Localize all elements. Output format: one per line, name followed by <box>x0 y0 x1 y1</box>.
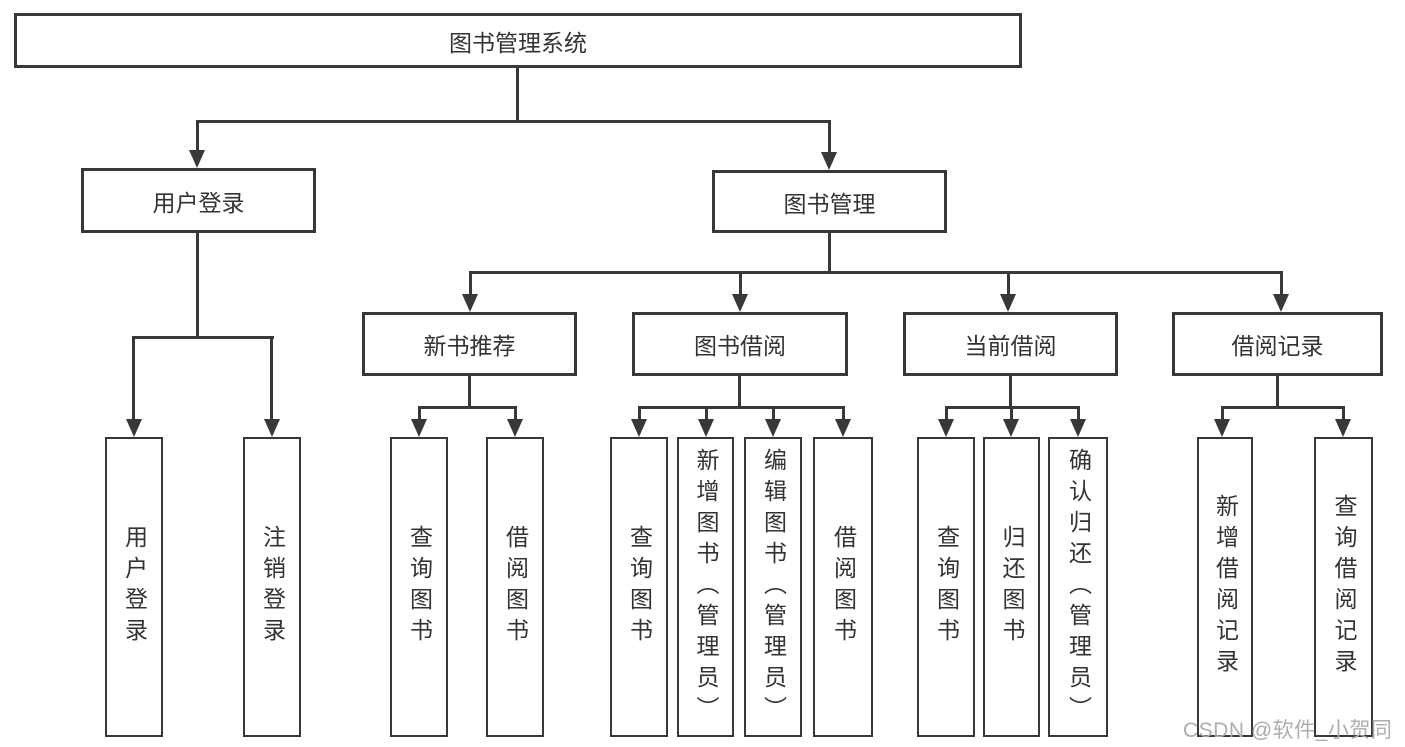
connector-vline <box>1276 376 1279 406</box>
arrowhead-down-icon <box>1273 294 1289 312</box>
connector-stem <box>842 406 845 420</box>
arrowhead-down-icon <box>938 419 954 437</box>
connector-hline <box>1221 406 1345 409</box>
connector-hline <box>638 406 845 409</box>
connector-stem <box>828 120 831 154</box>
leaf-confirm-return-admin: 确认归还（管理员） <box>1048 437 1108 737</box>
arrowhead-down-icon <box>264 419 280 437</box>
connector-hline <box>133 336 274 339</box>
connector-stem <box>469 271 472 295</box>
node-current-borrowing: 当前借阅 <box>903 312 1118 376</box>
arrowhead-down-icon <box>765 419 781 437</box>
node-book-management: 图书管理 <box>712 170 947 233</box>
connector-stem <box>705 406 708 420</box>
leaf-user-login: 用户登录 <box>105 437 163 737</box>
connector-stem <box>418 406 421 420</box>
arrowhead-down-icon <box>835 419 851 437</box>
connector-vline <box>828 233 831 273</box>
arrowhead-down-icon <box>732 294 748 312</box>
connector-stem <box>1221 406 1224 420</box>
arrowhead-down-icon <box>1214 419 1230 437</box>
connector-stem <box>945 406 948 420</box>
connector-vline <box>196 233 199 336</box>
arrowhead-down-icon <box>507 419 523 437</box>
arrowhead-down-icon <box>1000 294 1016 312</box>
arrowhead-down-icon <box>631 419 647 437</box>
arrowhead-down-icon <box>411 419 427 437</box>
connector-stem <box>514 406 517 420</box>
connector-stem <box>739 271 742 295</box>
connector-stem <box>270 336 273 420</box>
leaf-query-books: 查询图书 <box>390 437 448 737</box>
connector-hline <box>469 271 1283 274</box>
arrowhead-down-icon <box>462 294 478 312</box>
connector-stem <box>638 406 641 420</box>
arrowhead-down-icon <box>698 419 714 437</box>
connector-stem <box>1007 271 1010 295</box>
leaf-add-borrowing-record: 新增借阅记录 <box>1197 437 1253 737</box>
arrowhead-down-icon <box>126 419 142 437</box>
leaf-logout: 注销登录 <box>243 437 301 737</box>
connector-stem <box>196 120 199 152</box>
leaf-edit-books-admin: 编辑图书（管理员） <box>744 437 802 737</box>
leaf-borrow-books: 借阅图书 <box>813 437 873 737</box>
connector-vline <box>516 68 519 121</box>
connector-hline <box>418 406 517 409</box>
arrowhead-down-icon <box>189 150 205 168</box>
connector-stem <box>1342 406 1345 420</box>
node-new-book-recommendation: 新书推荐 <box>362 312 577 376</box>
connector-stem <box>772 406 775 420</box>
arrowhead-down-icon <box>1335 419 1351 437</box>
arrowhead-down-icon <box>1003 419 1019 437</box>
connector-vline <box>468 376 471 406</box>
leaf-return-books: 归还图书 <box>983 437 1040 737</box>
node-book-borrowing: 图书借阅 <box>632 312 848 376</box>
connector-stem <box>1077 406 1080 420</box>
connector-vline <box>738 376 741 406</box>
arrowhead-down-icon <box>1070 419 1086 437</box>
node-borrowing-records: 借阅记录 <box>1172 312 1383 376</box>
connector-hline <box>196 120 831 123</box>
leaf-query-borrowing-record: 查询借阅记录 <box>1314 437 1373 737</box>
connector-stem <box>1010 406 1013 420</box>
leaf-query-books: 查询图书 <box>610 437 668 737</box>
leaf-add-books-admin: 新增图书（管理员） <box>677 437 734 737</box>
connector-stem <box>1280 271 1283 295</box>
arrowhead-down-icon <box>821 152 837 170</box>
node-user-login: 用户登录 <box>81 168 316 233</box>
connector-stem <box>132 336 135 420</box>
leaf-borrow-books: 借阅图书 <box>486 437 544 737</box>
connector-vline <box>1009 376 1012 406</box>
node-library-management-system: 图书管理系统 <box>14 13 1022 68</box>
leaf-query-books: 查询图书 <box>917 437 975 737</box>
watermark-csdn: CSDN @软件_小贺同学 <box>1183 719 1393 742</box>
